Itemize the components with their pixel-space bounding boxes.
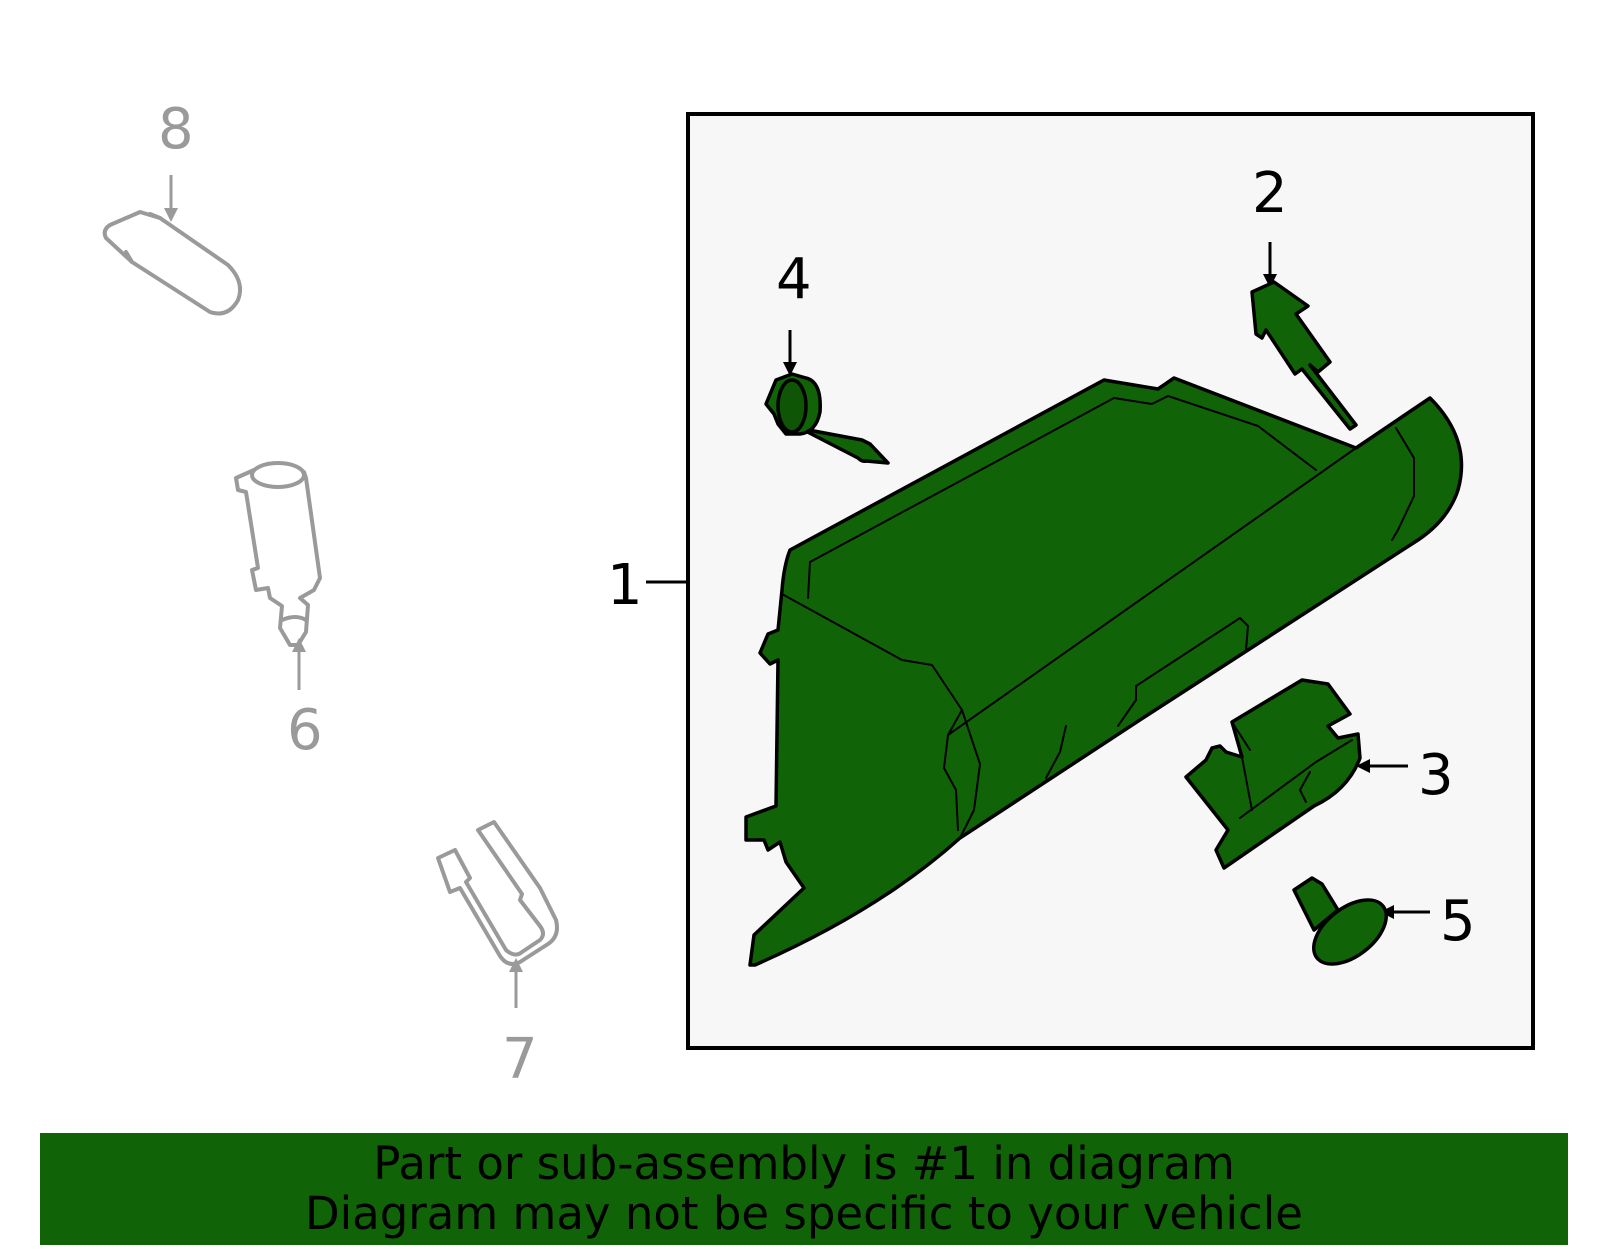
highlighted-parts [744, 280, 1464, 977]
banner-line-1: Part or sub-assembly is #1 in diagram [373, 1137, 1235, 1190]
callout-4: 4 [776, 247, 812, 312]
callout-5: 5 [1440, 889, 1476, 954]
part-2-push-pin[interactable] [1250, 280, 1358, 431]
callouts: 1 2 3 4 5 6 7 8 [158, 97, 1476, 1092]
part-1-glove-box[interactable] [744, 376, 1464, 967]
part-8-lamp-bulb[interactable] [102, 210, 242, 316]
part-4-bolt[interactable] [764, 372, 890, 465]
part-3-latch[interactable] [1184, 678, 1362, 870]
part-7-striker-clip[interactable] [436, 820, 559, 966]
callout-2: 2 [1252, 161, 1288, 226]
callout-1: 1 [607, 553, 643, 618]
banner-line-2: Diagram may not be specific to your vehi… [305, 1187, 1303, 1240]
callout-8: 8 [158, 97, 194, 162]
callout-6: 6 [287, 698, 323, 763]
context-parts [102, 210, 559, 966]
callout-7: 7 [502, 1027, 538, 1092]
disclaimer-banner: Part or sub-assembly is #1 in diagram Di… [40, 1133, 1568, 1245]
part-5-bumper[interactable] [1292, 876, 1398, 977]
leader-lines [164, 175, 1430, 1008]
callout-3: 3 [1418, 743, 1454, 808]
part-6-lock-cylinder[interactable] [234, 461, 322, 647]
